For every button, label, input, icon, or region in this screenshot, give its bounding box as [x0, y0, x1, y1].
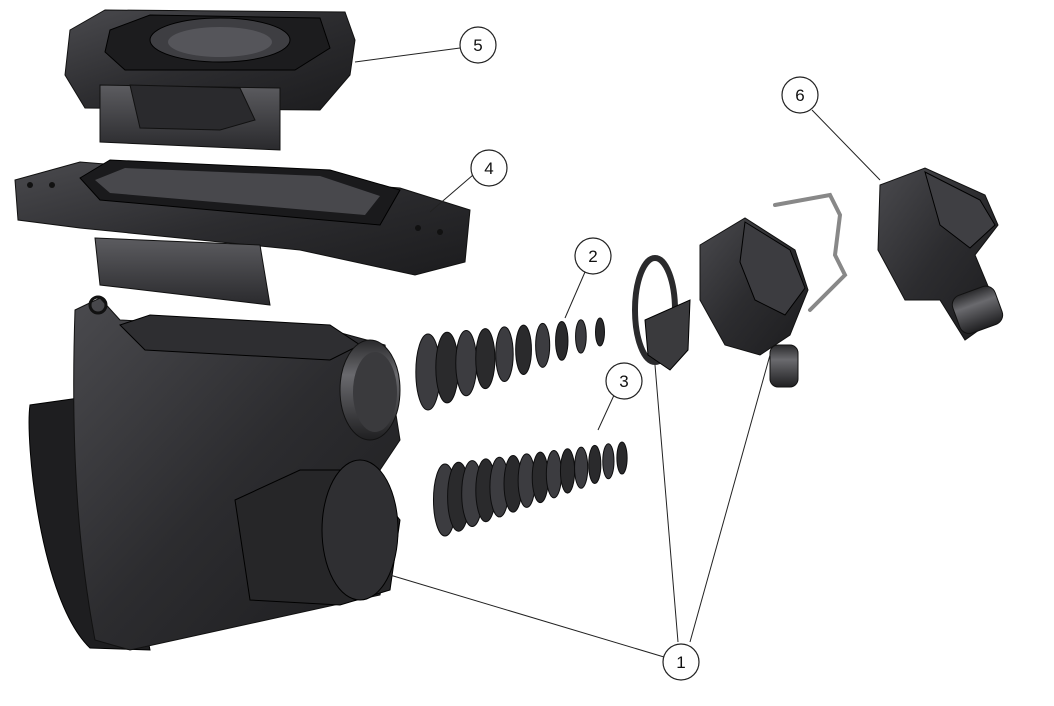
leader-4 — [429, 174, 474, 213]
balloon-4: 4 — [470, 149, 508, 187]
bellows-rib — [588, 444, 602, 485]
leader-1c — [689, 354, 771, 643]
bellows-rib — [515, 324, 532, 375]
balloon-2: 2 — [574, 237, 612, 275]
svg-text:4: 4 — [484, 159, 493, 178]
leader-2 — [564, 271, 586, 319]
part-2-bellows — [415, 317, 605, 411]
bellows-rib — [574, 446, 589, 489]
leader-3 — [597, 392, 616, 431]
leader-5 — [354, 47, 461, 63]
bellows-rib — [595, 317, 605, 347]
svg-text:3: 3 — [619, 372, 628, 391]
part-4-gasket-plate — [14, 159, 471, 306]
bellows-rib — [435, 331, 459, 404]
svg-text:1: 1 — [676, 653, 685, 672]
bellows-rib — [535, 322, 551, 368]
svg-text:6: 6 — [795, 86, 804, 105]
leader-1b — [654, 364, 679, 643]
balloon-5: 5 — [459, 26, 497, 64]
svg-text:5: 5 — [473, 36, 482, 55]
bellows-rib — [602, 443, 615, 480]
bellows-rib — [559, 448, 576, 494]
bellows-rib — [455, 329, 478, 397]
leader-6 — [811, 109, 881, 181]
leader-lines — [354, 47, 881, 658]
balloon-6: 6 — [781, 76, 819, 114]
bellows-rib — [616, 441, 628, 475]
part-5-flange — [64, 9, 356, 151]
part-3-bellows — [432, 441, 628, 537]
bellows-rib — [475, 328, 496, 390]
balloon-1: 1 — [662, 643, 700, 681]
part-1-main-housing — [28, 295, 401, 651]
part-1-rear-cap — [699, 217, 809, 388]
balloon-3: 3 — [605, 362, 643, 400]
bellows-rib — [555, 321, 569, 361]
bellows-rib — [545, 449, 563, 499]
part-6-cover-and-pin — [773, 167, 1004, 341]
leader-1a — [389, 574, 665, 658]
part-1-gasket-ring — [632, 255, 691, 371]
bellows-rib — [575, 319, 587, 354]
bellows-rib — [495, 326, 514, 383]
svg-text:2: 2 — [588, 247, 597, 266]
